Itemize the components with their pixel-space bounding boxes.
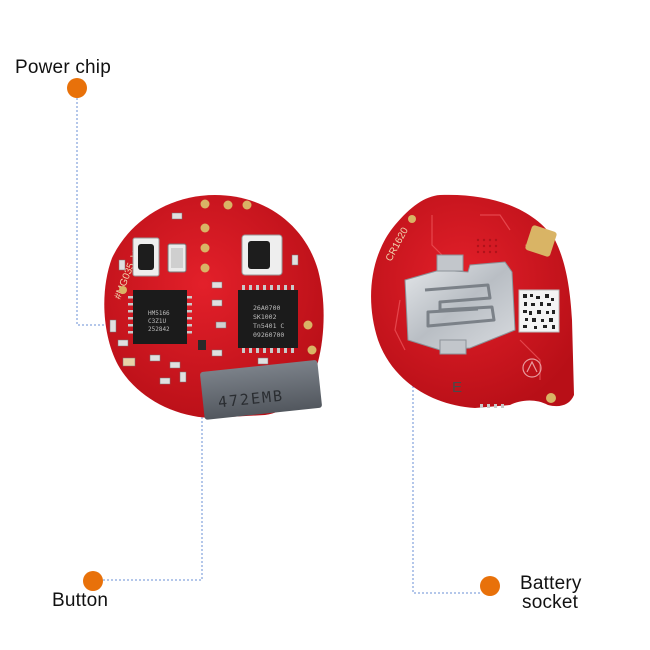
back-board: CR1620 E bbox=[371, 194, 574, 408]
controller-chip-text-1: 26A0700 bbox=[253, 304, 280, 312]
button-leader bbox=[103, 405, 203, 581]
button-callout-dot bbox=[83, 571, 103, 591]
power-chip-text-2: C3Z1U bbox=[148, 318, 166, 325]
power-chip-text-3: 252842 bbox=[148, 326, 170, 333]
tactile-button-left bbox=[132, 237, 160, 277]
gold-pads bbox=[119, 199, 317, 355]
smd-components bbox=[109, 212, 299, 385]
battery-socket-label-line1: Battery bbox=[520, 573, 582, 594]
via-grid bbox=[476, 238, 498, 254]
qr-code-sticker bbox=[518, 289, 560, 333]
power-chip-label: Power chip bbox=[15, 57, 111, 78]
back-letter-marking: E bbox=[452, 379, 462, 396]
battery-socket-label: Battery socket bbox=[520, 574, 582, 612]
front-board: #MG035_VER bbox=[104, 195, 324, 420]
logo-mark bbox=[522, 358, 542, 378]
button-label: Button bbox=[52, 590, 109, 611]
controller-chip: 26A0700 SK1002 Tn5401 C 09260700 bbox=[238, 285, 298, 353]
edge-teeth bbox=[480, 404, 504, 408]
power-chip-callout-dot bbox=[67, 78, 87, 98]
controller-chip-text-2: SK1002 bbox=[253, 313, 277, 321]
tactile-button-right bbox=[241, 234, 283, 276]
battery-socket-callout-dot bbox=[480, 576, 500, 596]
battery-contact-pad bbox=[525, 225, 557, 257]
battery-socket bbox=[404, 254, 516, 355]
power-chip-text-1: HM5166 bbox=[148, 310, 170, 317]
controller-chip-text-3: Tn5401 C bbox=[253, 322, 284, 330]
battery-socket-label-line2: socket bbox=[522, 592, 579, 613]
power-chip: HM5166 C3Z1U 252842 bbox=[128, 290, 192, 344]
controller-chip-text-4: 09260700 bbox=[253, 331, 284, 339]
label-sticker: 472EMB bbox=[200, 360, 322, 420]
